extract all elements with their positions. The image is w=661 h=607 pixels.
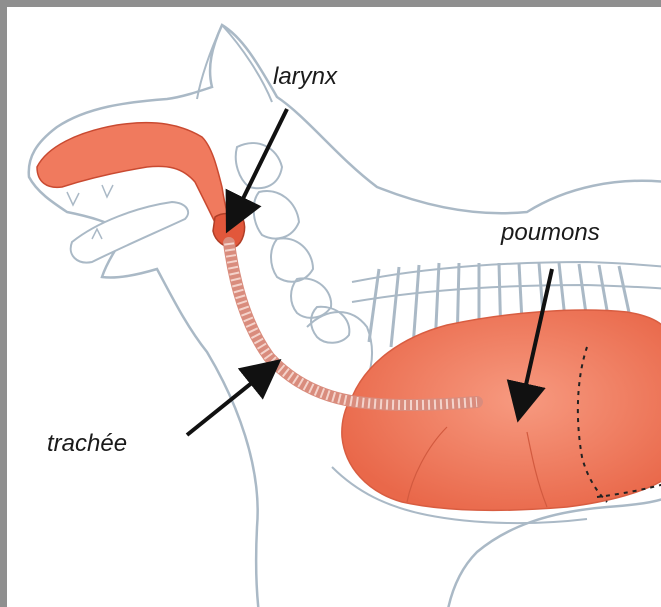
larynx-label: larynx — [273, 63, 337, 91]
lower-jaw-outline — [71, 202, 188, 263]
ear-outline — [197, 25, 272, 102]
dog-anatomy-illustration — [7, 7, 661, 607]
trachee-arrow — [187, 369, 269, 435]
larynx-arrow — [233, 109, 287, 219]
poumons-label: poumons — [501, 219, 600, 247]
trachee-label: trachée — [47, 430, 127, 458]
